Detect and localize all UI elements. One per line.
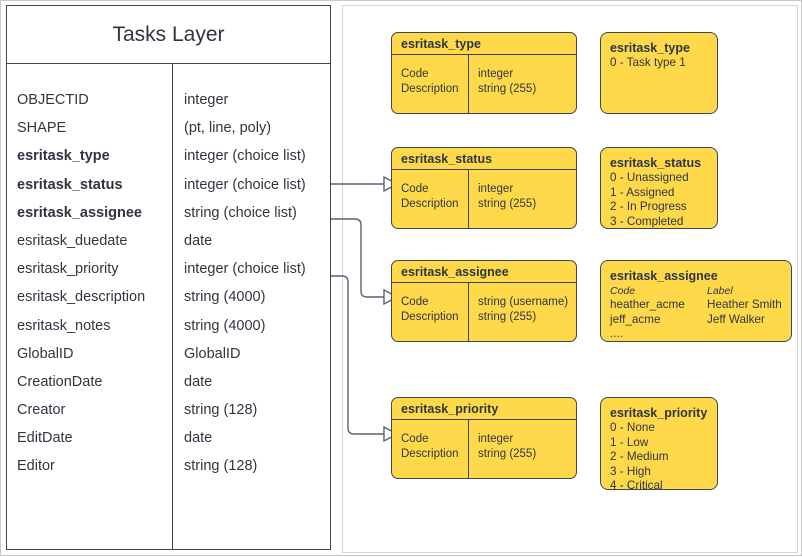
- column-header-code: Code: [610, 285, 636, 297]
- domain-type: string (255): [478, 310, 537, 323]
- field-name: esritask_description: [17, 289, 146, 306]
- domain-field-column: Code Description: [392, 283, 469, 341]
- field-type: string (4000): [184, 317, 266, 334]
- field-type: date: [184, 430, 213, 447]
- field-type: GlobalID: [184, 345, 241, 362]
- domain-table-esritask-type[interactable]: esritask_type Code Description integer s…: [391, 32, 577, 114]
- entity-field-table: OBJECTID SHAPE esritask_type esritask_st…: [7, 64, 330, 549]
- value-card-pair-row: heather_acme Heather Smith: [610, 298, 791, 313]
- assignee-label: Jeff Walker: [707, 312, 765, 326]
- field-name: esritask_assignee: [17, 204, 142, 221]
- field-name: esritask_priority: [17, 261, 119, 278]
- domain-type: string (username): [478, 296, 569, 308]
- domain-type-column: integer string (255): [469, 420, 576, 478]
- field-type: integer (choice list): [184, 261, 306, 278]
- value-card-esritask-assignee[interactable]: esritask_assignee Code Label heather_acm…: [600, 260, 792, 342]
- field-name: esritask_notes: [17, 317, 111, 334]
- field-type: string (128): [184, 402, 258, 419]
- value-card-title: esritask_type: [610, 41, 690, 55]
- domain-table-esritask-assignee[interactable]: esritask_assignee Code Description strin…: [391, 260, 577, 342]
- value-card-entry: 2 - In Progress: [610, 200, 687, 214]
- domain-table-body: Code Description integer string (255): [392, 170, 576, 228]
- domain-type: integer: [478, 68, 514, 80]
- field-name: Creator: [17, 402, 66, 419]
- domain-type-column: integer string (255): [469, 55, 576, 113]
- value-card-title: esritask_assignee: [610, 269, 718, 283]
- field-name: GlobalID: [17, 345, 74, 362]
- field-name: esritask_status: [17, 176, 123, 193]
- value-card-header-row: Code Label: [610, 284, 791, 298]
- field-name: esritask_type: [17, 148, 110, 165]
- field-type: string (4000): [184, 289, 266, 306]
- domain-field-column: Code Description: [392, 170, 469, 228]
- assignee-label: Heather Smith: [707, 298, 782, 311]
- column-header-label: Label: [707, 285, 733, 297]
- domain-type: string (255): [478, 447, 537, 460]
- domain-type-column: string (username) string (255): [469, 283, 576, 341]
- field-name: EditDate: [17, 430, 73, 447]
- domain-table-title: esritask_type: [392, 33, 576, 55]
- domain-field: Code: [401, 68, 429, 80]
- domain-field-column: Code Description: [392, 420, 469, 478]
- page-title: Tasks Layer: [7, 6, 330, 64]
- domain-type: string (255): [478, 197, 537, 210]
- domain-type: integer: [478, 183, 514, 195]
- value-card-entry: 2 - Medium: [610, 450, 669, 464]
- value-card-entry: 3 - High: [610, 464, 651, 478]
- field-name: OBJECTID: [17, 92, 89, 108]
- value-card-entry: 0 - None: [610, 421, 655, 434]
- field-type: date: [184, 232, 213, 249]
- domain-table-esritask-status[interactable]: esritask_status Code Description integer…: [391, 147, 577, 229]
- domain-table-title: esritask_status: [392, 148, 576, 170]
- domain-field: Description: [401, 447, 459, 460]
- value-card-title: esritask_status: [610, 156, 702, 170]
- domain-table-body: Code Description string (username) strin…: [392, 283, 576, 341]
- domain-type: string (255): [478, 82, 537, 95]
- domain-field: Code: [401, 183, 429, 195]
- field-name: Editor: [17, 458, 55, 475]
- domain-field: Description: [401, 197, 459, 210]
- entity-field-types-column: integer (pt, line, poly) integer (choice…: [173, 64, 330, 549]
- field-type: string (choice list): [184, 204, 297, 221]
- entity-field-names-column: OBJECTID SHAPE esritask_type esritask_st…: [7, 64, 173, 549]
- field-type: string (128): [184, 458, 258, 475]
- field-type: date: [184, 373, 213, 390]
- domain-table-esritask-priority[interactable]: esritask_priority Code Description integ…: [391, 397, 577, 479]
- domain-table-title: esritask_assignee: [392, 261, 576, 283]
- field-name: CreationDate: [17, 373, 103, 390]
- domain-field: Description: [401, 82, 459, 95]
- domain-type-column: integer string (255): [469, 170, 576, 228]
- value-card-more-indicator: ....: [610, 327, 623, 341]
- value-card-entry: 4 - Critical: [610, 479, 663, 493]
- value-card-entry: 1 - Low: [610, 435, 649, 449]
- domain-table-title: esritask_priority: [392, 398, 576, 420]
- domain-field: Code: [401, 296, 429, 308]
- value-card-entry: 1 - Assigned: [610, 185, 675, 199]
- domain-table-body: Code Description integer string (255): [392, 55, 576, 113]
- assignee-code: heather_acme: [610, 298, 685, 311]
- value-card-title: esritask_priority: [610, 406, 708, 420]
- value-card-esritask-status[interactable]: esritask_status 0 - Unassigned 1 - Assig…: [600, 147, 718, 229]
- field-type: integer: [184, 92, 229, 108]
- value-card-pair-row: jeff_acme Jeff Walker: [610, 313, 791, 328]
- value-card-esritask-priority[interactable]: esritask_priority 0 - None 1 - Low 2 - M…: [600, 397, 718, 492]
- entity-tasks-layer[interactable]: Tasks Layer OBJECTID SHAPE esritask_type…: [6, 5, 331, 550]
- field-type: (pt, line, poly): [184, 120, 272, 137]
- value-card-esritask-type[interactable]: esritask_type 0 - Task type 1: [600, 32, 718, 114]
- value-card-entry: 0 - Task type 1: [610, 56, 686, 69]
- field-name: SHAPE: [17, 120, 67, 137]
- field-name: esritask_duedate: [17, 232, 128, 249]
- domain-type: integer: [478, 433, 514, 445]
- domain-field-column: Code Description: [392, 55, 469, 113]
- field-type: integer (choice list): [184, 176, 306, 193]
- domain-field: Description: [401, 310, 459, 323]
- field-type: integer (choice list): [184, 148, 306, 165]
- value-card-entry: 0 - Unassigned: [610, 171, 689, 184]
- domain-field: Code: [401, 433, 429, 445]
- value-card-entry: 3 - Completed: [610, 214, 684, 228]
- assignee-code: jeff_acme: [610, 312, 661, 326]
- domain-table-body: Code Description integer string (255): [392, 420, 576, 478]
